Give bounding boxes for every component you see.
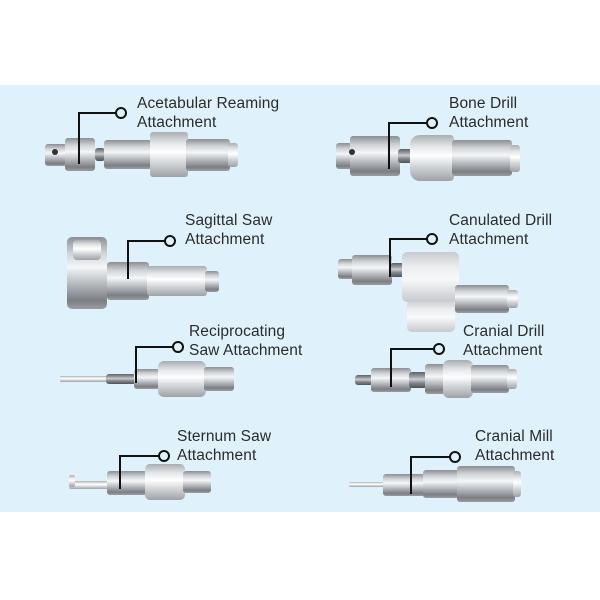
body <box>158 361 206 397</box>
label-line-2: Saw Attachment <box>189 342 303 359</box>
end-cap <box>507 290 518 308</box>
callout-line <box>389 238 429 277</box>
handle <box>204 367 234 391</box>
saw-hook <box>69 475 75 487</box>
body <box>145 464 185 500</box>
label-line-2: Attachment <box>137 114 217 131</box>
label-line-2: Attachment <box>475 447 555 464</box>
handle <box>183 471 211 493</box>
chuck-hole <box>52 149 58 155</box>
neck <box>398 149 412 163</box>
label-line-1: Canulated Drill <box>449 212 553 229</box>
callout-line <box>127 240 167 279</box>
callout-line <box>388 122 428 169</box>
label-line-2: Attachment <box>463 342 543 359</box>
body <box>410 135 454 181</box>
collar <box>425 364 445 394</box>
gear-box <box>402 252 459 302</box>
chuck-tip <box>336 143 352 169</box>
callout-ring <box>433 343 445 355</box>
body <box>150 132 188 177</box>
saw-head-top <box>73 240 101 260</box>
shaft <box>104 140 152 169</box>
label-line-2: Attachment <box>449 231 529 248</box>
neck <box>409 372 427 388</box>
label-canulated-drill: Canulated Drill Attachment <box>449 211 552 249</box>
label-reciprocating-saw: Reciprocating Saw Attachment <box>189 322 302 360</box>
label-cranial-mill: Cranial Mill Attachment <box>475 427 554 465</box>
collar <box>383 474 425 496</box>
callout-line <box>410 456 452 494</box>
callout-line <box>135 346 175 383</box>
chuck-hole <box>349 149 355 155</box>
handle <box>455 285 509 313</box>
blade-clamp <box>106 374 136 384</box>
end-cap <box>228 143 238 167</box>
label-line-1: Cranial Drill <box>463 323 545 340</box>
label-line-1: Reciprocating <box>189 323 286 340</box>
label-line-1: Bone Drill <box>449 95 518 112</box>
label-acetabular-reaming: Acetabular Reaming Attachment <box>137 94 279 132</box>
gear-box-lower <box>407 300 455 332</box>
callout-ring <box>426 117 438 129</box>
callout-ring <box>172 341 184 353</box>
handle <box>471 365 509 393</box>
end-cap <box>513 471 521 497</box>
callout-ring <box>164 235 176 247</box>
mill-bit <box>349 482 385 487</box>
callout-ring <box>158 450 170 462</box>
handle <box>452 140 512 176</box>
collar <box>65 138 95 171</box>
label-line-2: Attachment <box>177 447 257 464</box>
label-bone-drill: Bone Drill Attachment <box>449 94 528 132</box>
label-sternum-saw: Sternum Saw Attachment <box>177 427 271 465</box>
chuck <box>45 144 67 166</box>
neck <box>390 263 404 277</box>
label-cranial-drill: Cranial Drill Attachment <box>463 322 544 360</box>
neck <box>423 470 459 498</box>
handle <box>457 466 515 502</box>
label-line-1: Acetabular Reaming <box>137 95 280 112</box>
end-cap <box>510 145 520 172</box>
saw-guard <box>69 481 109 489</box>
callout-line <box>78 112 118 164</box>
chuck <box>350 136 400 176</box>
saw-blade <box>60 376 108 382</box>
callout-ring <box>115 107 127 119</box>
handle <box>147 266 207 296</box>
neck <box>95 148 105 161</box>
chuck-tip <box>338 259 354 279</box>
label-line-2: Attachment <box>185 231 265 248</box>
label-line-1: Sagittal Saw <box>185 212 273 229</box>
callout-line <box>390 348 436 387</box>
attachments-panel: Acetabular Reaming Attachment Bone Drill… <box>0 85 600 512</box>
callout-ring <box>426 233 438 245</box>
label-sagittal-saw: Sagittal Saw Attachment <box>185 211 272 249</box>
chuck <box>352 255 392 285</box>
label-line-1: Sternum Saw <box>177 428 272 445</box>
end-cap <box>507 369 517 389</box>
drill-bit <box>355 375 373 385</box>
callout-line <box>119 455 161 489</box>
body <box>443 360 473 398</box>
handle <box>186 139 230 171</box>
label-line-2: Attachment <box>449 114 529 131</box>
callout-ring <box>449 451 461 463</box>
collar <box>134 369 160 389</box>
end-cap <box>205 271 219 292</box>
label-line-1: Cranial Mill <box>475 428 553 445</box>
collar <box>107 471 147 495</box>
